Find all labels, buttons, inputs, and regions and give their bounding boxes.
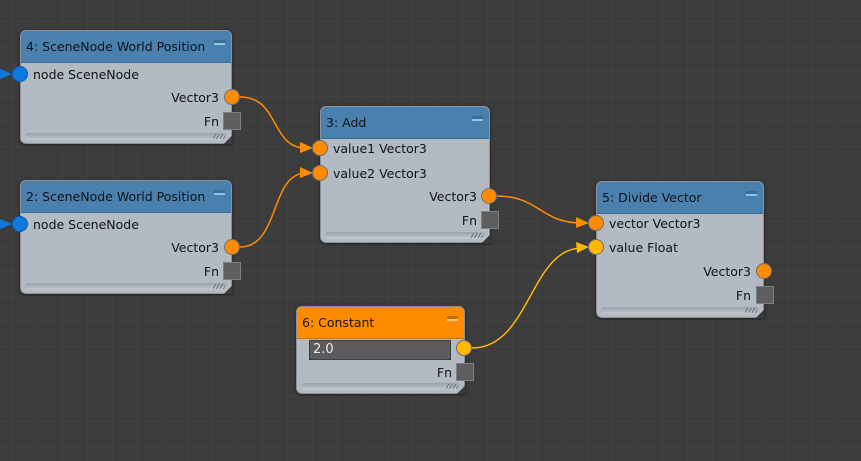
node-title: 2: SceneNode World Position	[26, 189, 206, 204]
input-port-value2[interactable]	[312, 165, 328, 181]
output-vector3-label: Vector3	[171, 240, 219, 255]
output-port-vector3[interactable]	[756, 263, 772, 279]
fn-port[interactable]	[456, 363, 474, 381]
input-vector-vector3-label: vector Vector3	[609, 216, 701, 231]
node-3-add[interactable]: 3: Add value1 Vector3 value2 Vector3 Vec…	[320, 106, 490, 243]
fn-label: Fn	[436, 365, 452, 380]
node-footer	[301, 383, 460, 390]
input-value2-vector3-label: value2 Vector3	[333, 166, 427, 181]
wire-n6-to-n5-value[interactable]	[471, 247, 583, 349]
node-header[interactable]: 4: SceneNode World Position	[21, 31, 231, 63]
node-title: 3: Add	[326, 115, 367, 130]
fn-label: Fn	[203, 114, 219, 129]
node-footer	[601, 307, 759, 314]
fn-port[interactable]	[223, 262, 241, 280]
output-port-vector3[interactable]	[224, 239, 240, 255]
node-header[interactable]: 3: Add	[321, 107, 489, 139]
fn-label: Fn	[461, 213, 477, 228]
wire-n3-to-n5-vector[interactable]	[495, 195, 583, 224]
node-5-divide-vector[interactable]: 5: Divide Vector vector Vector3 value Fl…	[596, 181, 764, 318]
input-port-vector[interactable]	[588, 215, 604, 231]
node-header[interactable]: 5: Divide Vector	[597, 182, 763, 214]
minimize-icon[interactable]	[214, 40, 225, 45]
resize-grip-icon[interactable]	[471, 233, 483, 238]
node-title: 5: Divide Vector	[602, 190, 702, 205]
corner-chamfer	[756, 310, 764, 318]
node-title: 4: SceneNode World Position	[26, 39, 206, 54]
input-port-value-float[interactable]	[588, 239, 604, 255]
input-node-scenenode-label: node SceneNode	[33, 217, 139, 232]
node-title: 6: Constant	[302, 315, 375, 330]
corner-chamfer	[224, 136, 232, 144]
input-value-float-label: value Float	[609, 240, 678, 255]
minimize-icon[interactable]	[746, 191, 757, 196]
input-port-node-scenenode[interactable]	[12, 66, 28, 82]
minimize-icon[interactable]	[214, 190, 225, 195]
node-2-scenenode-world-position[interactable]: 2: SceneNode World Position node SceneNo…	[20, 180, 232, 294]
node-6-constant[interactable]: 6: Constant 2.0 Fn	[296, 306, 465, 394]
resize-grip-icon[interactable]	[213, 284, 225, 289]
fn-label: Fn	[203, 264, 219, 279]
wire-arrow-n4	[0, 69, 12, 79]
input-value1-vector3-label: value1 Vector3	[333, 141, 427, 156]
output-port-float[interactable]	[456, 340, 472, 356]
fn-label: Fn	[735, 288, 751, 303]
resize-grip-icon[interactable]	[745, 308, 757, 313]
node-footer	[325, 232, 485, 239]
constant-value-input[interactable]: 2.0	[309, 340, 451, 360]
input-port-node-scenenode[interactable]	[12, 216, 28, 232]
node-footer	[25, 133, 227, 140]
wire-arrow-n2	[0, 219, 12, 229]
resize-grip-icon[interactable]	[446, 384, 458, 389]
resize-grip-icon[interactable]	[213, 134, 225, 139]
fn-port[interactable]	[756, 286, 774, 304]
output-vector3-label: Vector3	[703, 264, 751, 279]
output-port-vector3[interactable]	[481, 188, 497, 204]
fn-port[interactable]	[223, 112, 241, 130]
input-port-value1[interactable]	[312, 140, 328, 156]
output-vector3-label: Vector3	[429, 189, 477, 204]
node-header[interactable]: 6: Constant	[297, 307, 464, 339]
fn-port[interactable]	[481, 211, 499, 229]
output-port-vector3[interactable]	[224, 89, 240, 105]
node-footer	[25, 283, 227, 290]
corner-chamfer	[457, 386, 465, 394]
node-4-scenenode-world-position[interactable]: 4: SceneNode World Position node SceneNo…	[20, 30, 232, 144]
node-header[interactable]: 2: SceneNode World Position	[21, 181, 231, 213]
minimize-icon[interactable]	[472, 116, 483, 121]
input-node-scenenode-label: node SceneNode	[33, 67, 139, 82]
wire-n2-to-n3-value2[interactable]	[239, 172, 307, 248]
corner-chamfer	[482, 235, 490, 243]
corner-chamfer	[224, 286, 232, 294]
minimize-icon[interactable]	[447, 316, 458, 321]
wire-n4-to-n3-value1[interactable]	[239, 96, 307, 149]
output-vector3-label: Vector3	[171, 90, 219, 105]
